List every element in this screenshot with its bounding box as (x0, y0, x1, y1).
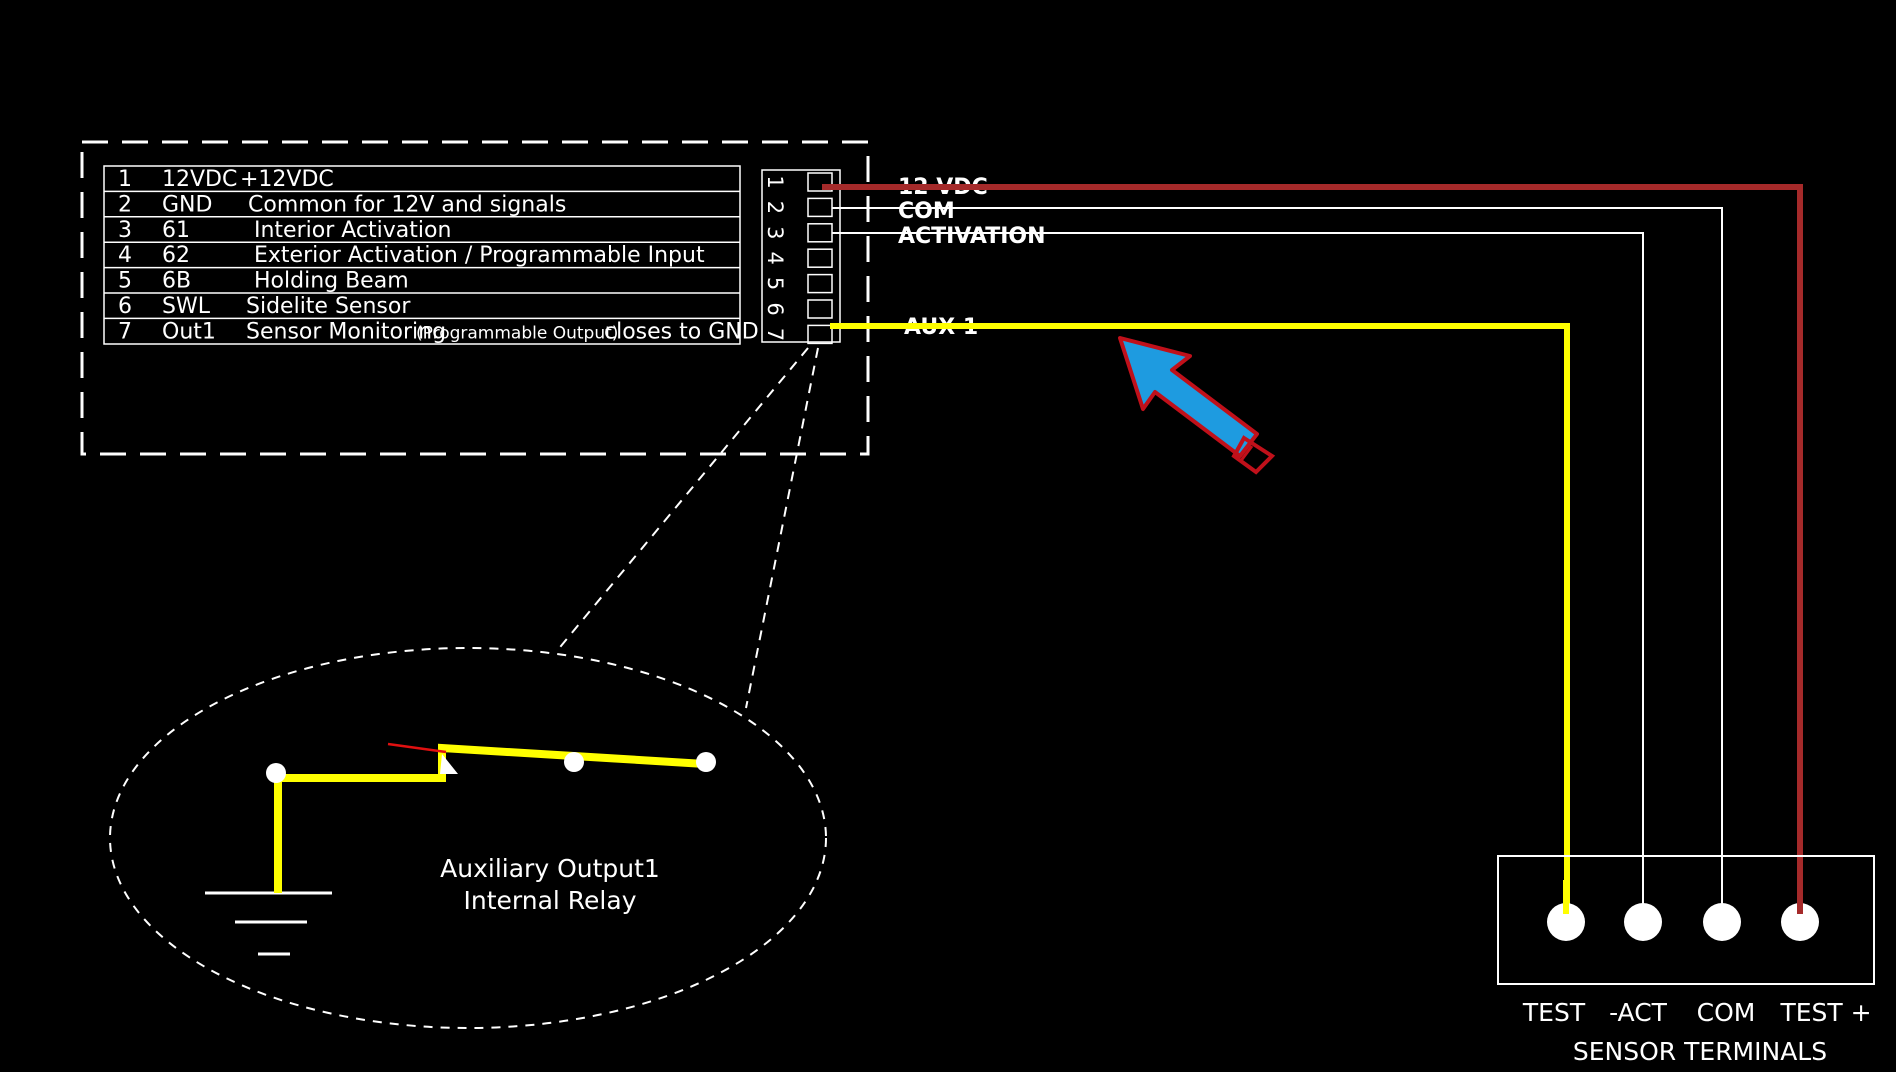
table-pin-number: 4 (118, 243, 132, 268)
label-com: COM (898, 199, 955, 224)
connector-pin-number: 6 (763, 302, 787, 315)
table-pin-number: 3 (118, 218, 132, 243)
sensor-terminal-label: COM (1697, 998, 1756, 1027)
terminal-connector: 1 2 3 4 5 6 7 (761, 169, 841, 345)
table-pin-description: Common for 12V and signals (248, 192, 566, 217)
pin-table: 1 12VDC+12VDC 2 GND Common for 12V and signa… (103, 165, 759, 345)
sensor-terminal-screw (1703, 903, 1741, 941)
table-pin-number: 5 (118, 269, 132, 294)
table-pin-name: GND (162, 192, 212, 217)
connector-pin-number: 3 (763, 226, 787, 239)
sensor-terminal-label: -ACT (1609, 998, 1668, 1027)
relay-schematic (205, 742, 716, 956)
sensor-terminal-label: TEST (1522, 998, 1586, 1027)
table-pin-name: Out1 (162, 319, 216, 344)
connector-pin-socket (807, 324, 833, 345)
sensor-terminal-screw (1547, 903, 1585, 941)
pointer-arrow (1118, 336, 1276, 475)
aux1-wire (830, 323, 1570, 922)
sensor-terminal-screw (1624, 903, 1662, 941)
relay-detail-callout (109, 647, 827, 1029)
com-wire (832, 207, 1723, 922)
connector-pin-socket (807, 299, 833, 319)
table-pin-description: Holding Beam (254, 269, 409, 294)
table-pin-name: 61 (162, 218, 190, 243)
connector-pin-socket (807, 273, 833, 294)
table-pin-number: 6 (118, 294, 132, 319)
relay-label-line1: Auxiliary Output1 (440, 854, 660, 883)
sensor-terminal-block (1497, 855, 1875, 985)
table-pin-description: +12VDC (240, 167, 334, 192)
zoom-line-left (555, 347, 809, 653)
controller-enclosure (80, 140, 870, 456)
connector-pin-number: 2 (763, 201, 787, 214)
table-pin-description: Sensor Monitoring (246, 319, 446, 344)
connector-pin-number: 7 (763, 328, 787, 341)
table-pin-note: (Programmable Output) (416, 323, 618, 343)
table-pin-description: Exterior Activation / Programmable Input (254, 243, 705, 268)
label-activation: ACTIVATION (898, 224, 1046, 249)
table-pin-number: 7 (118, 319, 132, 344)
table-pin-number: 2 (118, 192, 132, 217)
sensor-terminal-label: TEST + (1779, 998, 1871, 1027)
zoom-line-right (745, 347, 819, 709)
table-pin-description: Interior Activation (254, 218, 451, 243)
connector-pin-socket (807, 248, 833, 268)
table-pin-name: SWL (162, 294, 211, 319)
connector-pin-number: 5 (763, 277, 787, 290)
connector-pin-number: 4 (763, 252, 787, 265)
table-pin-description-end: closes to GND (604, 319, 759, 344)
power-wire-12vdc (822, 184, 1803, 922)
activation-wire (832, 232, 1644, 922)
table-pin-description: Sidelite Sensor (246, 294, 411, 319)
sensor-terminal-screw (1781, 903, 1819, 941)
connector-pin-number: 1 (763, 175, 787, 188)
connector-pin-socket (807, 172, 833, 192)
relay-label-line2: Internal Relay (464, 886, 637, 915)
table-pin-number: 1 (118, 167, 132, 192)
table-pin-name: 12VDC (162, 167, 237, 192)
table-pin-name: 6B (162, 269, 191, 294)
table-pin-name: 62 (162, 243, 190, 268)
sensor-terminals-title: SENSOR TERMINALS (1573, 1037, 1827, 1066)
